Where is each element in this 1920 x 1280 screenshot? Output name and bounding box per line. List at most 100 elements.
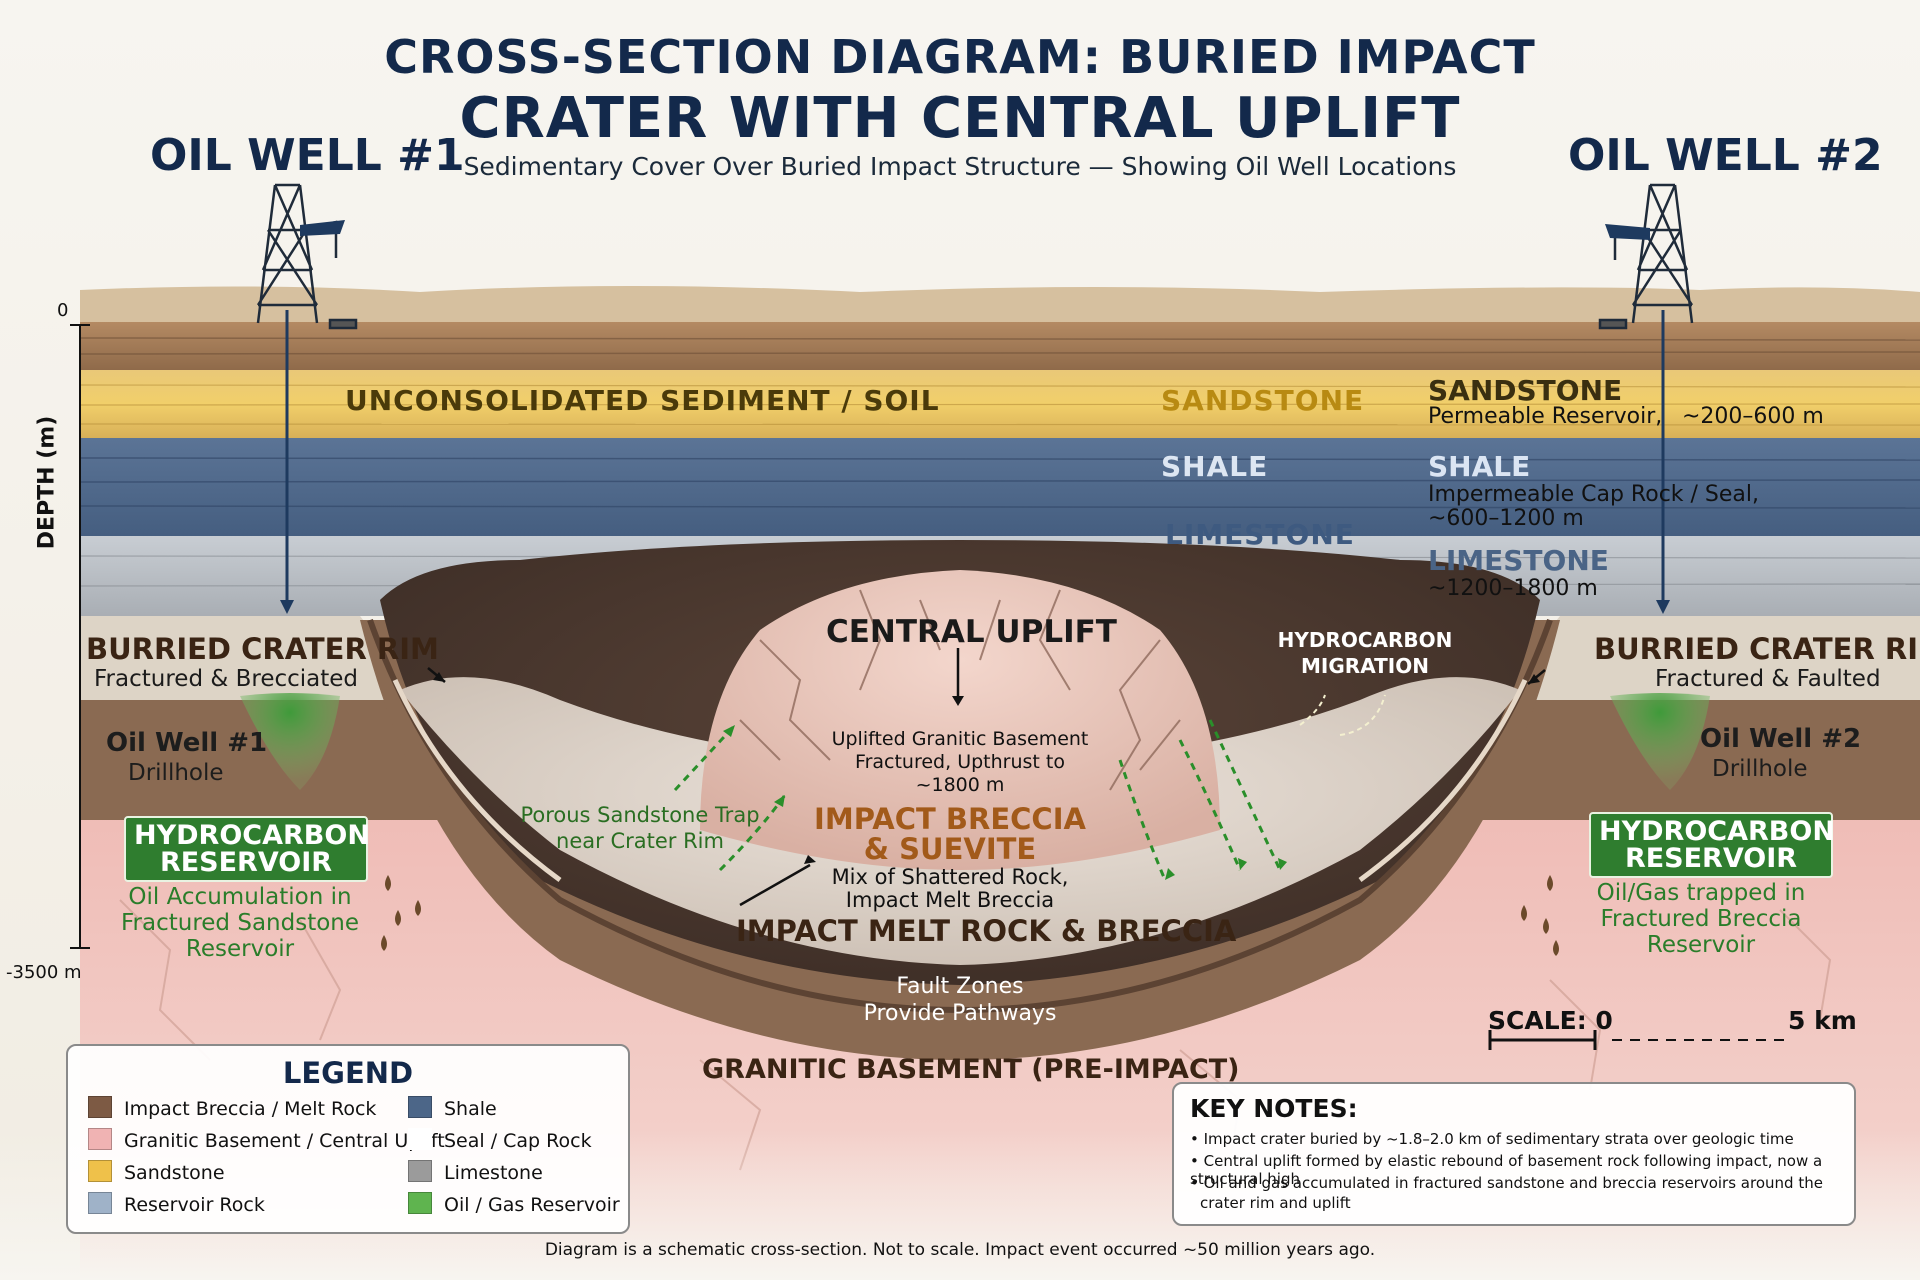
- legend-item-limestone: Limestone: [408, 1160, 543, 1184]
- legend-swatch: [408, 1160, 432, 1182]
- well2-sub: Drillhole: [1712, 756, 1808, 782]
- well2-title: OIL WELL #2: [1568, 130, 1883, 181]
- right-rim-head: BURRIED CRATER RIM: [1594, 632, 1920, 666]
- legend-item-oil-gas: Oil / Gas Reservoir: [408, 1192, 620, 1216]
- side-shale-sub1: Impermeable Cap Rock / Seal,: [1428, 482, 1760, 507]
- side-sandstone-range: ~200–600 m: [1682, 404, 1824, 429]
- right-reservoir-badge: HYDROCARBON RESERVOIR: [1589, 812, 1835, 878]
- surface-hills: [80, 286, 1920, 330]
- key-note-3: • Oil and gas accumulated in fractured s…: [1190, 1174, 1823, 1192]
- left-reservoir-sub2: Fractured Sandstone: [120, 910, 360, 936]
- central-uplift-sub3: ~1800 m: [915, 774, 1005, 796]
- diagram-title-line2: CRATER WITH CENTRAL UPLIFT: [459, 86, 1461, 151]
- key-note-3-cont: crater rim and uplift: [1200, 1194, 1351, 1212]
- central-uplift-dome: [700, 570, 1220, 870]
- migration-arrows: [673, 719, 1282, 881]
- left-reservoir-sub1: Oil Accumulation in: [128, 884, 352, 910]
- legend-swatch: [408, 1128, 432, 1150]
- legend-label: Oil / Gas Reservoir: [444, 1194, 620, 1216]
- left-breccia-zone: [80, 700, 470, 820]
- legend-swatch: [88, 1192, 112, 1214]
- migration-line2: MIGRATION: [1301, 654, 1429, 678]
- legend-swatch: [88, 1096, 112, 1118]
- right-reservoir-sub1: Oil/Gas trapped in: [1596, 880, 1806, 906]
- well1-title: OIL WELL #1: [150, 130, 465, 181]
- soil-layer: [80, 322, 1920, 370]
- right-rim-sub: Fractured & Faulted: [1655, 666, 1881, 692]
- key-notes-title: KEY NOTES:: [1190, 1094, 1358, 1123]
- legend-swatch: [88, 1160, 112, 1182]
- legend-item-breccia: Impact Breccia / Melt Rock: [88, 1096, 376, 1120]
- fault-line1: Fault Zones: [896, 974, 1024, 999]
- breccia-sub2: Impact Melt Breccia: [845, 888, 1055, 912]
- key-note-1: • Impact crater buried by ~1.8–2.0 km of…: [1190, 1130, 1794, 1148]
- right-rim-shelf: [1525, 616, 1920, 700]
- legend-item-shale: Shale: [408, 1096, 497, 1120]
- left-rim-shelf: [80, 616, 395, 700]
- legend-swatch: [408, 1192, 432, 1214]
- oil-droplets-left: [381, 875, 421, 951]
- well2-label: Oil Well #2: [1700, 724, 1862, 754]
- central-uplift-sub1: Uplifted Granitic Basement: [831, 728, 1089, 750]
- side-sandstone-head: SANDSTONE: [1428, 374, 1623, 407]
- key-notes-panel: KEY NOTES: • Impact crater buried by ~1.…: [1172, 1082, 1856, 1226]
- side-shale-head: SHALE: [1428, 450, 1531, 483]
- right-reservoir-head2: RESERVOIR: [1624, 843, 1798, 874]
- legend-label: Reservoir Rock: [124, 1194, 265, 1216]
- legend-item-basement: Granitic Basement / Central Uplift: [88, 1128, 445, 1152]
- legend-swatch: [88, 1128, 112, 1150]
- legend-item-seal: Seal / Cap Rock: [408, 1128, 592, 1152]
- scale-label: SCALE: 0: [1488, 1006, 1613, 1035]
- trap-line2: near Crater Rim: [556, 829, 724, 853]
- breccia-head1: IMPACT BRECCIA: [814, 802, 1086, 836]
- right-oil-reservoir: [1610, 693, 1710, 790]
- shale-label: SHALE: [1161, 450, 1269, 483]
- left-reservoir-badge: HYDROCARBON RESERVOIR: [124, 816, 370, 882]
- legend-label: Granitic Basement / Central Uplift: [124, 1130, 445, 1152]
- well1-sub: Drillhole: [128, 760, 224, 786]
- basement-label: GRANITIC BASEMENT (PRE-IMPACT): [702, 1054, 1240, 1085]
- sediment-label: UNCONSOLIDATED SEDIMENT / SOIL: [345, 384, 940, 417]
- depth-axis-bottom: -3500 m: [6, 962, 82, 983]
- breccia-sub1: Mix of Shattered Rock,: [831, 865, 1069, 889]
- legend-title: LEGEND: [282, 1056, 414, 1090]
- legend-item-sandstone: Sandstone: [88, 1160, 225, 1184]
- side-sandstone-sub: Permeable Reservoir,: [1428, 404, 1663, 429]
- legend-label: Sandstone: [124, 1162, 225, 1184]
- legend-item-reservoir-rock: Reservoir Rock: [88, 1192, 265, 1216]
- left-rim-head: BURRIED CRATER RIM: [86, 632, 439, 666]
- melt-rock-label: IMPACT MELT ROCK & BRECCIA: [736, 914, 1237, 948]
- fault-line2: Provide Pathways: [863, 1001, 1057, 1026]
- left-rim-sub: Fractured & Brecciated: [94, 666, 359, 692]
- legend-label: Limestone: [444, 1162, 543, 1184]
- left-reservoir-head1: HYDROCARBON: [134, 820, 370, 851]
- scale-end: 5 km: [1788, 1006, 1857, 1035]
- scale-bar: [1488, 1030, 1597, 1050]
- depth-axis-label: DEPTH (m): [34, 415, 60, 550]
- right-reservoir-sub2: Fractured Breccia: [1600, 906, 1802, 932]
- limestone-label: LIMESTONE: [1165, 518, 1355, 551]
- breccia-head2: & SUEVITE: [863, 832, 1037, 866]
- key-note-2: • Central uplift formed by elastic rebou…: [1190, 1152, 1823, 1188]
- sandstone-label: SANDSTONE: [1161, 384, 1365, 417]
- side-shale-sub2: ~600–1200 m: [1428, 506, 1584, 531]
- diagram-title-line1: CROSS-SECTION DIAGRAM: BURIED IMPACT: [384, 30, 1536, 84]
- central-uplift-head: CENTRAL UPLIFT: [826, 614, 1117, 650]
- legend-label: Seal / Cap Rock: [444, 1130, 592, 1152]
- migration-line1: HYDROCARBON: [1277, 628, 1453, 652]
- side-limestone-sub: ~1200–1800 m: [1428, 576, 1598, 601]
- legend-panel: LEGEND Impact Breccia / Melt Rock Granit…: [66, 1044, 630, 1234]
- side-limestone-head: LIMESTONE: [1428, 544, 1609, 577]
- left-oil-reservoir: [240, 693, 340, 790]
- left-reservoir-head2: RESERVOIR: [159, 847, 333, 878]
- well1-label: Oil Well #1: [106, 728, 268, 758]
- left-reservoir-sub3: Reservoir: [185, 936, 295, 962]
- footer-caption: Diagram is a schematic cross-section. No…: [544, 1240, 1376, 1260]
- legend-swatch: [408, 1096, 432, 1118]
- trap-line1: Porous Sandstone Trap: [520, 803, 760, 827]
- right-reservoir-head1: HYDROCARBON: [1599, 816, 1835, 847]
- diagram-subtitle: Sedimentary Cover Over Buried Impact Str…: [463, 152, 1457, 181]
- legend-label: Shale: [444, 1098, 497, 1120]
- central-uplift-sub2: Fractured, Upthrust to: [855, 751, 1065, 773]
